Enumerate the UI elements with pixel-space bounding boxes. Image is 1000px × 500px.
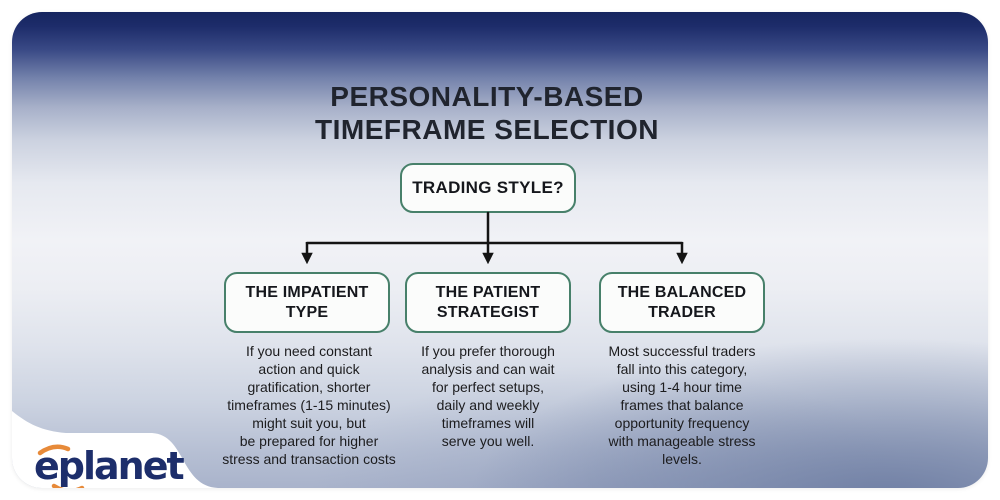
logo-swoosh-top-icon [37,444,71,456]
branch-node-label: THE PATIENT STRATEGIST [435,283,541,321]
branch-node-label: THE BALANCED TRADER [617,283,747,321]
branch-node-label: THE IMPATIENT TYPE [245,283,369,321]
root-node-trading-style: TRADING STYLE? [400,163,576,213]
logo-notch-shape [12,411,218,488]
logo-text: eplanet [34,444,184,488]
logo-swoosh-bottom-icon [51,483,85,488]
branch-description-impatient-type: If you need constant action and quick gr… [222,343,396,467]
page-title: PERSONALITY-BASED TIMEFRAME SELECTION [315,81,659,145]
branch-description-balanced-trader: Most successful traders fall into this c… [608,343,756,467]
eplanet-logo: eplanet [28,434,198,488]
infographic-card: PERSONALITY-BASED TIMEFRAME SELECTION TR… [12,12,988,488]
branch-node-patient-strategist: THE PATIENT STRATEGIST [405,272,571,333]
branch-node-balanced-trader: THE BALANCED TRADER [599,272,765,333]
branch-description-patient-strategist: If you prefer thorough analysis and can … [421,343,555,449]
root-node-label: TRADING STYLE? [412,178,564,197]
branch-node-impatient-type: THE IMPATIENT TYPE [224,272,390,333]
